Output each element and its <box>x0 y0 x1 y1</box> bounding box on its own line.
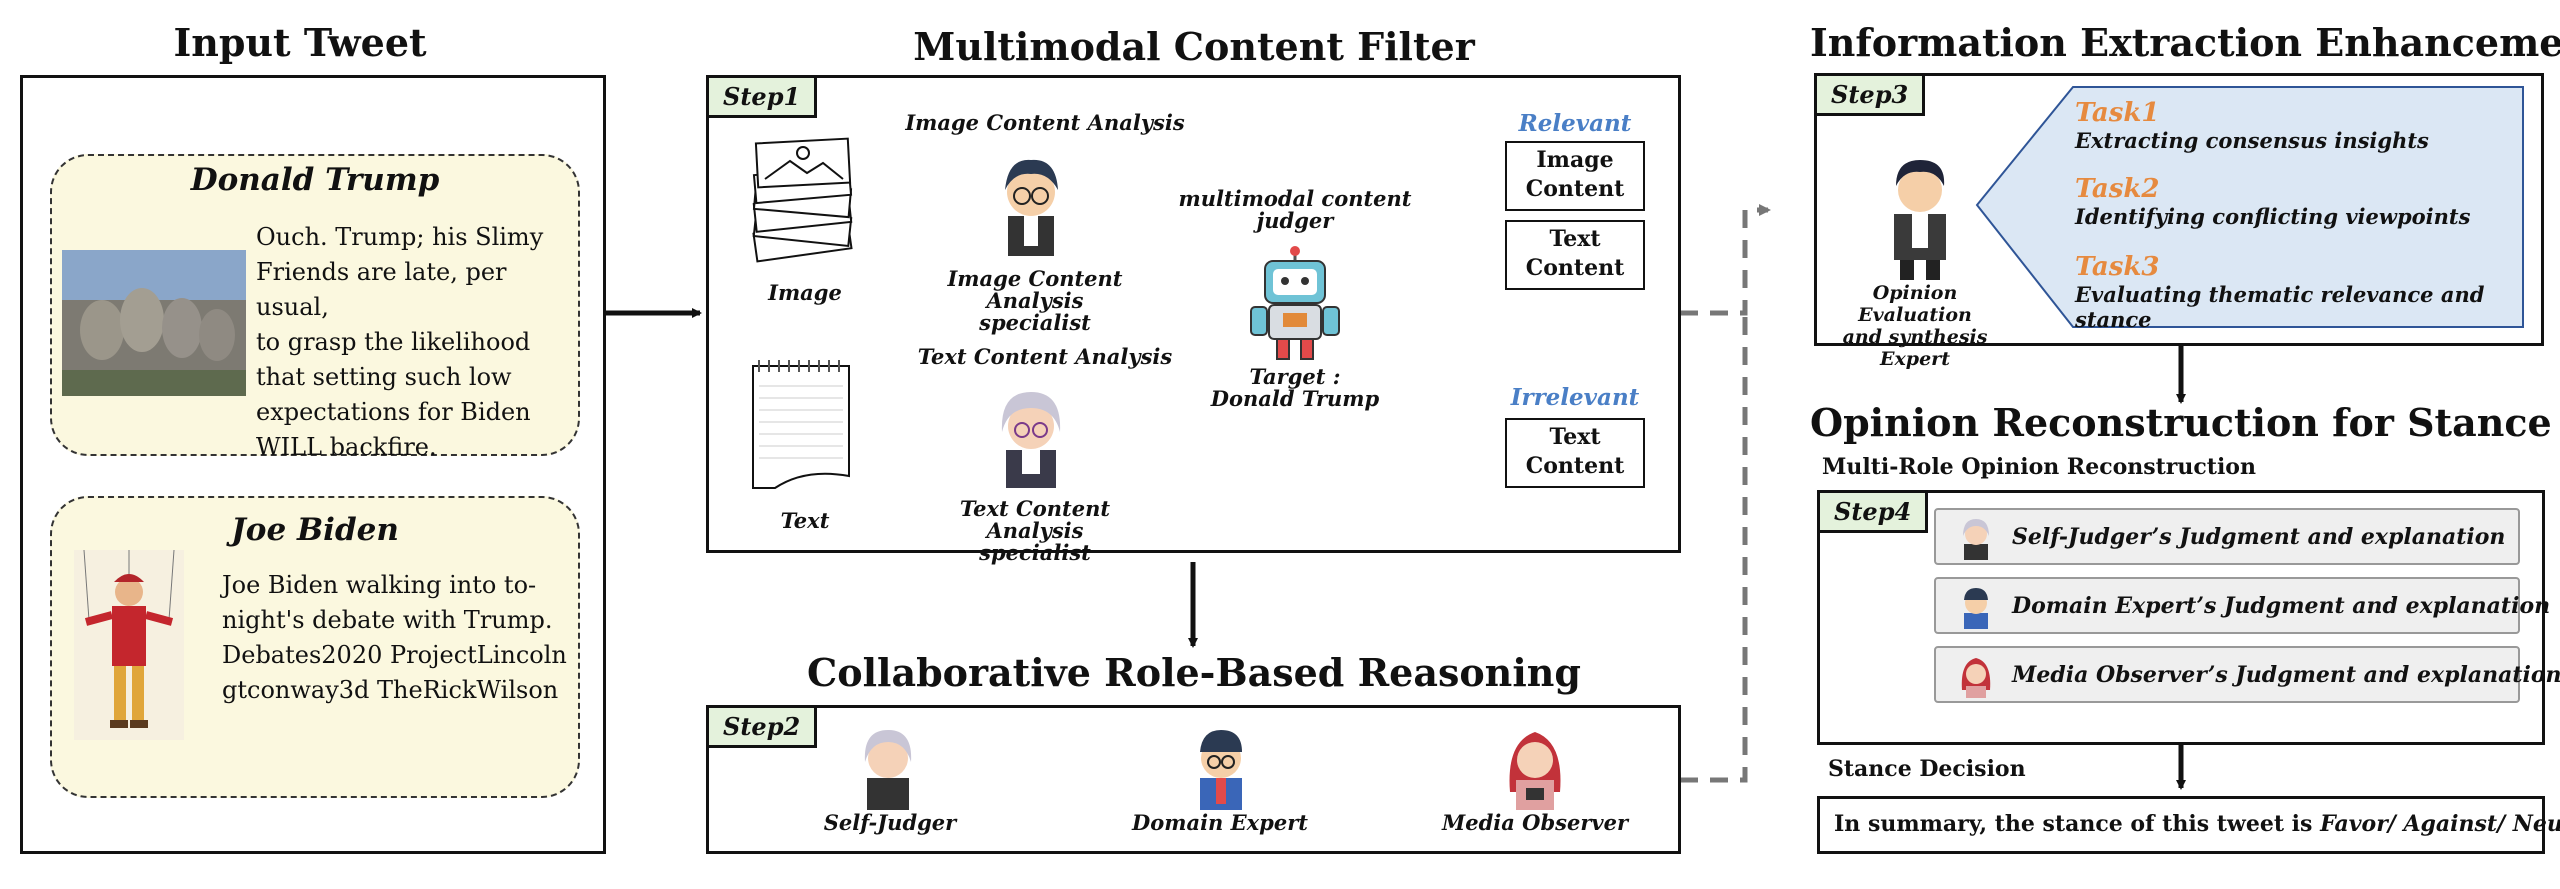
media-observer-icon <box>1961 658 1991 698</box>
reconstruction-subtitle: Multi-Role Opinion Reconstruction <box>1822 454 2256 480</box>
text-analysis-title: Text Content Analysis <box>917 344 1173 369</box>
text-label: Text <box>780 508 830 533</box>
input-tweet-panel: Donald Trump Ouch. Trump; his Slimy Frie… <box>20 75 606 854</box>
role-label: Media Observer <box>1441 810 1629 835</box>
judgment-item: Self-Judger’s Judgment and explanation <box>1934 508 2520 565</box>
puppet-image <box>74 550 184 740</box>
judgment-item: Domain Expert’s Judgment and explanation <box>1934 577 2550 634</box>
tweet-text: Joe Biden walking into to- night's debat… <box>222 571 567 704</box>
self-judger-avatar <box>864 730 912 810</box>
dashed-line-reasoning-to-extraction <box>1680 313 1748 783</box>
tweet-text: Ouch. Trump; his Slimy Friends are late,… <box>256 223 544 461</box>
step-badge: Step2 <box>709 708 818 748</box>
media-observer-avatar <box>1509 732 1561 810</box>
tweet-card-biden: Joe Biden Joe Biden walking into to- nig… <box>50 496 580 798</box>
reconstruction-title: Opinion Reconstruction for Stance <box>1810 400 2552 445</box>
role-label: Domain Expert <box>1132 810 1308 835</box>
task-item: Task3 Evaluating thematic relevance and … <box>2075 252 2485 332</box>
notepad-icon <box>752 360 850 489</box>
dashed-arrow-filter-to-extraction <box>1680 204 1771 316</box>
input-tweet-title: Input Tweet <box>173 20 427 65</box>
self-judger-icon <box>1963 519 1989 560</box>
tweet-author: Donald Trump <box>190 162 440 198</box>
step-badge: Step4 <box>1820 493 1929 533</box>
tweet-card-trump: Donald Trump Ouch. Trump; his Slimy Frie… <box>50 154 580 461</box>
stance-decision-text: In summary, the stance of this tweet is … <box>1834 811 2560 837</box>
stance-decision-box: In summary, the stance of this tweet is … <box>1817 796 2560 854</box>
image-stack-icon <box>752 137 853 263</box>
opinion-expert-avatar <box>1894 160 1946 280</box>
reasoning-title: Collaborative Role-Based Reasoning <box>807 650 1581 695</box>
robot-judger-icon <box>1250 246 1340 360</box>
task-item: Task1 Extracting consensus insights <box>2075 98 2429 153</box>
task-callout-shape <box>1975 86 2524 328</box>
mount-rushmore-image <box>62 250 246 396</box>
stance-decision-label: Stance Decision <box>1828 756 2026 782</box>
image-analysis-title: Image Content Analysis <box>905 110 1185 135</box>
text-specialist-avatar <box>1001 392 1061 488</box>
image-specialist-avatar <box>1005 159 1058 256</box>
target-label: Target :Donald Trump <box>1210 364 1380 411</box>
filter-title: Multimodal Content Filter <box>913 24 1475 69</box>
extraction-title: Information Extraction Enhancement <box>1810 20 2560 65</box>
task-item: Task2 Identifying conflicting viewpoints <box>2075 174 2471 229</box>
stance-options: Favor/ Against/ Neutral. <box>2320 811 2560 837</box>
step-badge: Step3 <box>1817 76 1926 116</box>
domain-expert-icon <box>1964 588 1988 629</box>
tweet-author: Joe Biden <box>231 512 399 548</box>
judgment-item: Media Observer’s Judgment and explanatio… <box>1934 646 2560 703</box>
image-label: Image <box>768 280 842 305</box>
domain-expert-avatar <box>1200 730 1242 810</box>
irrelevant-label: Irrelevant <box>1510 384 1640 411</box>
step-badge: Step1 <box>709 78 818 118</box>
relevant-label: Relevant <box>1518 110 1632 137</box>
role-label: Self-Judger <box>823 810 957 835</box>
